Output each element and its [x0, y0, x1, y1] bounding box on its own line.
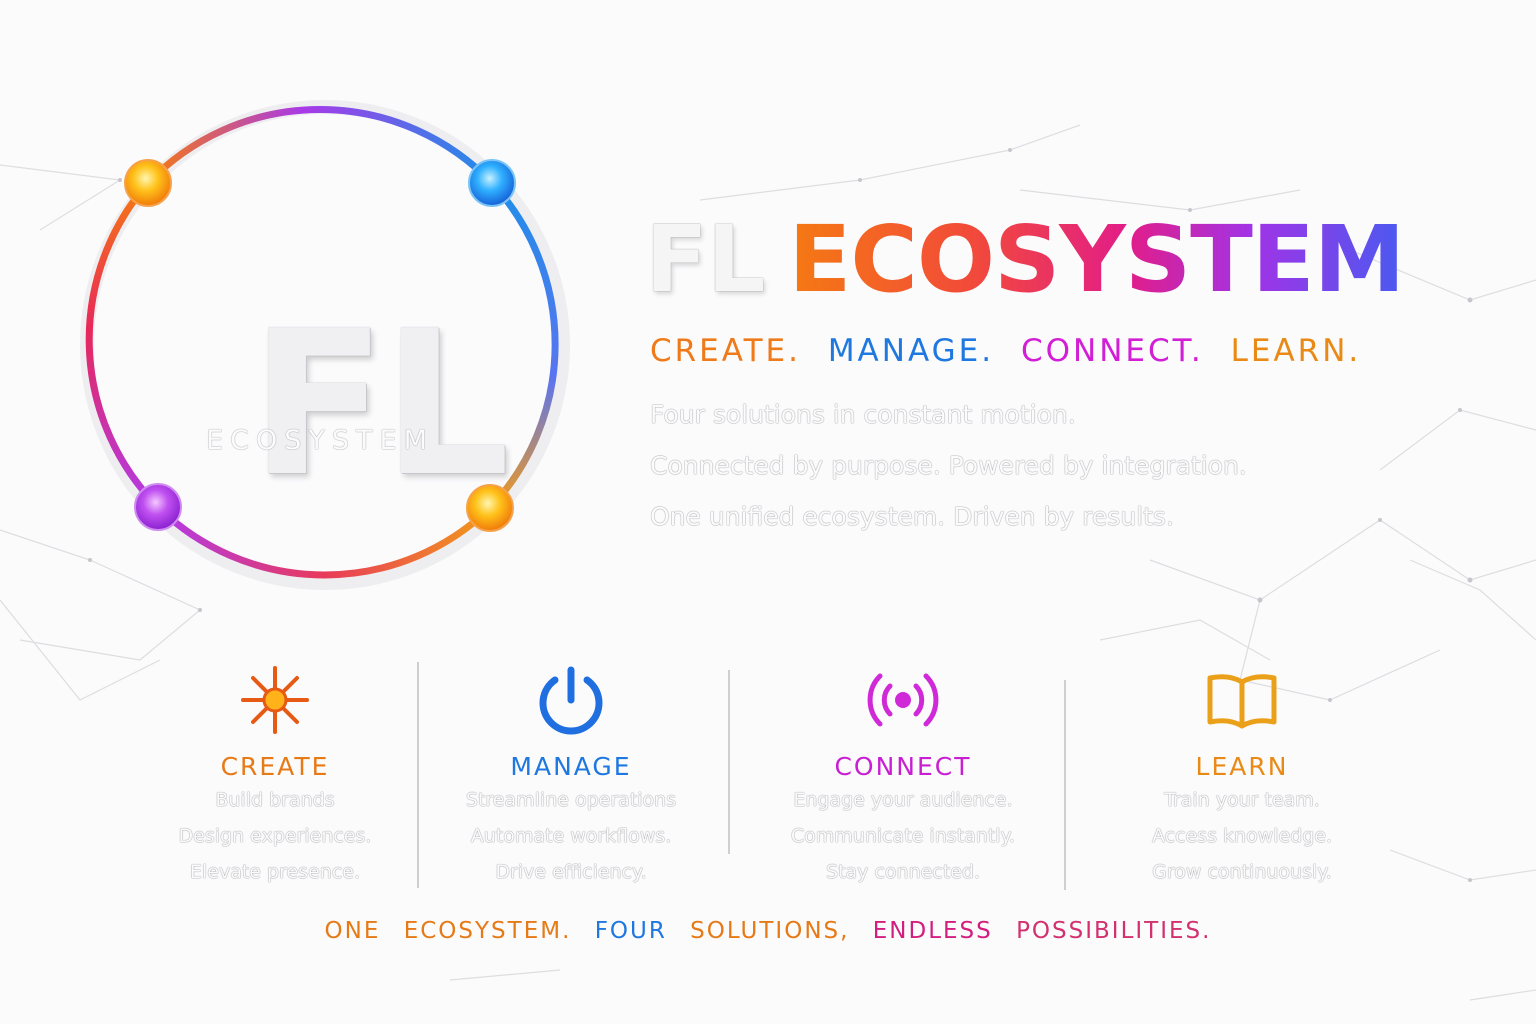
- power-icon: [539, 666, 603, 735]
- footer-word: ONE: [324, 918, 381, 944]
- pillar-connect: CONNECT Engage your audience. Communicat…: [753, 660, 1053, 890]
- footer-slogan: ONE ECOSYSTEM. FOUR SOLUTIONS, ENDLESS P…: [0, 918, 1536, 944]
- pillar-divider: [1064, 680, 1066, 890]
- tagline-connect: CONNECT.: [1020, 333, 1204, 369]
- pillar-title: LEARN: [1195, 752, 1289, 781]
- pillar-line: Train your team.: [1164, 789, 1320, 811]
- pillar-create: CREATE Build brands Design experiences. …: [125, 660, 425, 890]
- description-line: One unified ecosystem. Driven by results…: [650, 502, 1174, 531]
- pillar-manage: MANAGE Streamline operations Automate wo…: [421, 660, 721, 890]
- pillar-line: Build brands: [215, 789, 335, 811]
- description-line: Connected by purpose. Powered by integra…: [650, 451, 1247, 480]
- tagline: CREATE. MANAGE. CONNECT. LEARN.: [650, 333, 1375, 369]
- tagline-learn: LEARN.: [1230, 333, 1362, 369]
- description-line: Four solutions in constant motion.: [650, 400, 1076, 429]
- pillar-line: Communicate instantly.: [790, 825, 1016, 847]
- pillar-line: Design experiences.: [178, 825, 372, 847]
- tagline-create: CREATE.: [650, 333, 801, 369]
- ecosystem-logo: FL ECOSYSTEM: [60, 95, 590, 595]
- pillar-line: Access knowledge.: [1151, 825, 1333, 847]
- pillar-line: Streamline operations: [465, 789, 677, 811]
- pillar-line: Automate workflows.: [470, 825, 672, 847]
- pillar-line: Grow continuously.: [1152, 861, 1332, 883]
- broadcast-icon: [867, 673, 939, 727]
- footer-word: ENDLESS: [872, 918, 993, 944]
- pillar-title: CREATE: [220, 752, 330, 781]
- pillar-line: Elevate presence.: [190, 861, 360, 883]
- pillar-learn: LEARN Train your team. Access knowledge.…: [1092, 660, 1392, 890]
- footer-word: FOUR: [594, 918, 667, 944]
- pillar-line: Stay connected.: [826, 861, 980, 883]
- sparkle-icon: [241, 666, 309, 734]
- pillar-line: Drive efficiency.: [495, 861, 647, 883]
- pillar-divider: [728, 670, 730, 854]
- logo-ring: [80, 100, 570, 590]
- headline-ecosystem: ECOSYSTEM: [788, 206, 1405, 313]
- open-book-icon: [1207, 674, 1277, 729]
- footer-word: POSSIBILITIES.: [1016, 918, 1212, 944]
- description: Four solutions in constant motion. Conne…: [650, 400, 1247, 553]
- logo-wordmark: ECOSYSTEM: [206, 425, 434, 456]
- pillar-divider: [417, 662, 419, 888]
- pillar-line: Engage your audience.: [793, 789, 1013, 811]
- footer-word: SOLUTIONS,: [690, 918, 850, 944]
- footer-word: ECOSYSTEM.: [403, 918, 572, 944]
- tagline-manage: MANAGE.: [827, 333, 995, 369]
- pillar-title: MANAGE: [510, 752, 632, 781]
- pillar-title: CONNECT: [834, 752, 972, 781]
- headline-fl: FL: [645, 206, 765, 313]
- logo-letters: FL: [250, 288, 510, 521]
